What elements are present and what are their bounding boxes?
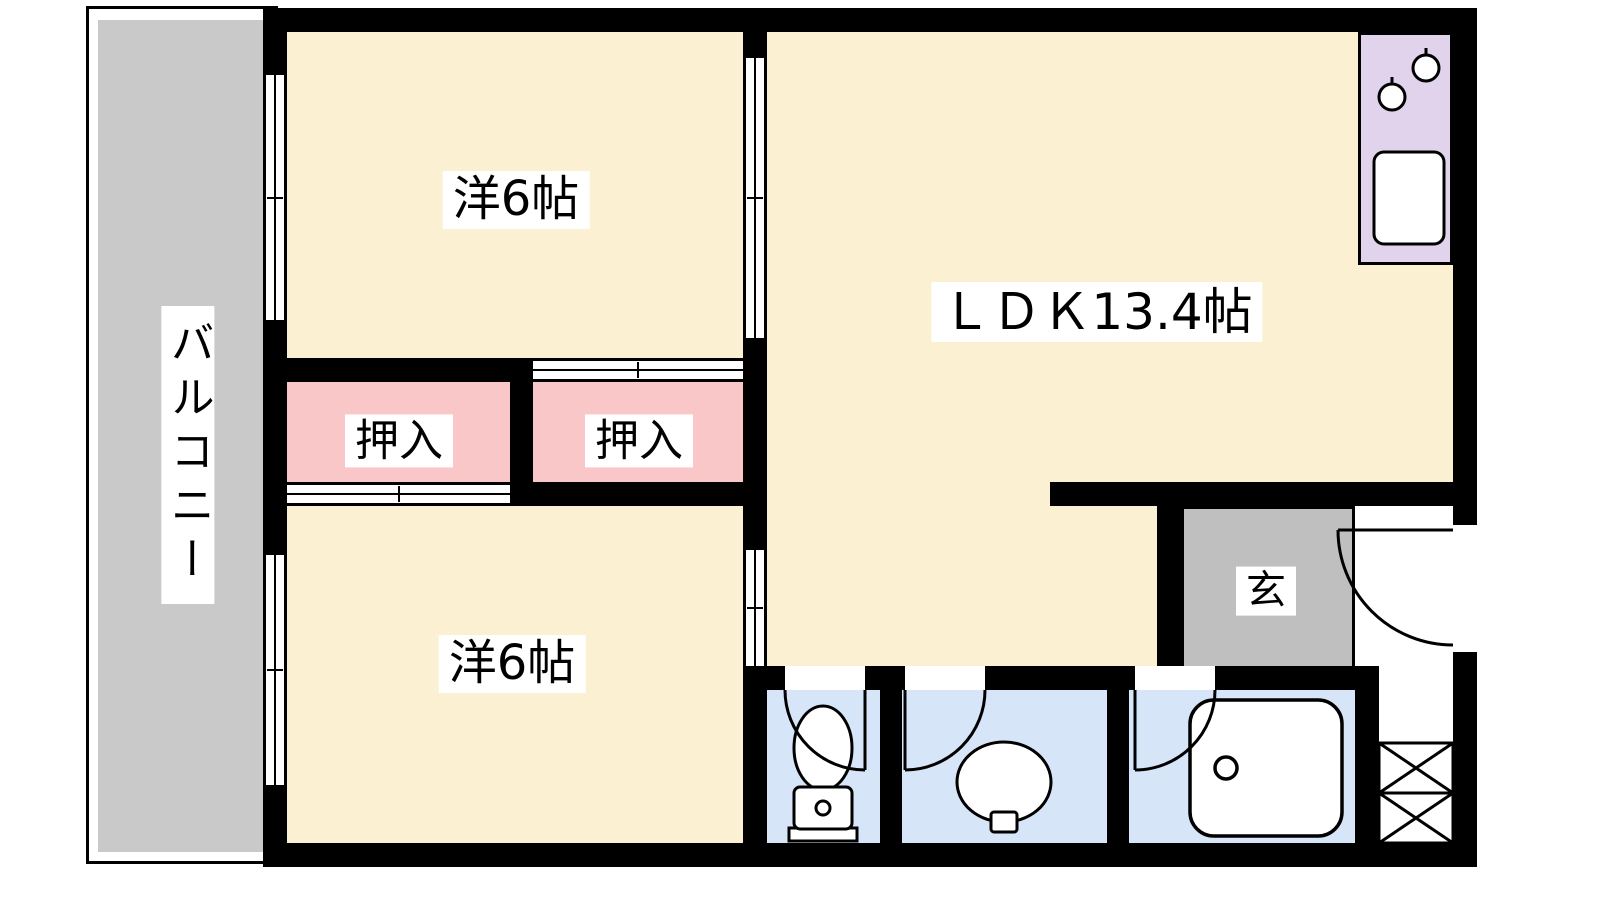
wall-closet-bottom: [510, 482, 767, 506]
wall-toilet-washroom: [880, 690, 902, 843]
kitchen-counter: [1358, 32, 1453, 265]
wall-bottom: [263, 843, 1477, 867]
wall-washroom-bathroom: [1107, 690, 1129, 843]
window-icon-partition: [743, 58, 767, 338]
window-icon-bedroom-top: [263, 75, 287, 320]
balcony-label: バルコニー: [161, 306, 215, 604]
ldk-floor-extension: [767, 482, 1157, 666]
sliding-door-closet-left: [287, 482, 510, 506]
door-opening-bathroom: [1135, 666, 1215, 690]
door-arc-icon-entrance: [1336, 528, 1454, 647]
wall-closet-top: [263, 358, 533, 382]
door-opening-entrance: [1453, 525, 1477, 652]
toilet-room-floor: [767, 690, 880, 843]
ldk-label: ＬＤＫ13.4帖: [931, 282, 1263, 342]
window-icon-bedroom-bottom: [263, 555, 287, 785]
entrance-label: 玄: [1236, 566, 1296, 616]
closet-right-label: 押入: [585, 414, 693, 468]
door-opening-toilet: [785, 666, 865, 690]
wall-entrance-left: [1157, 506, 1181, 690]
wall-bathroom-right: [1355, 666, 1379, 867]
shaft-x-icon: [1377, 741, 1455, 845]
sliding-door-bedroom-bottom: [743, 550, 767, 666]
wall-right: [1453, 8, 1477, 867]
washroom-floor: [902, 690, 1107, 843]
wall-ldk-south: [1050, 482, 1477, 506]
bathroom-floor: [1129, 690, 1355, 843]
ldk-floor: [767, 32, 1453, 482]
wall-closet-divider: [510, 358, 533, 506]
sliding-door-closet-right: [533, 358, 743, 382]
wall-top: [263, 8, 1477, 32]
closet-left-label: 押入: [345, 414, 453, 468]
door-opening-washroom: [905, 666, 985, 690]
bedroom-bottom-label: 洋6帖: [438, 635, 586, 693]
bedroom-top-label: 洋6帖: [442, 171, 590, 229]
